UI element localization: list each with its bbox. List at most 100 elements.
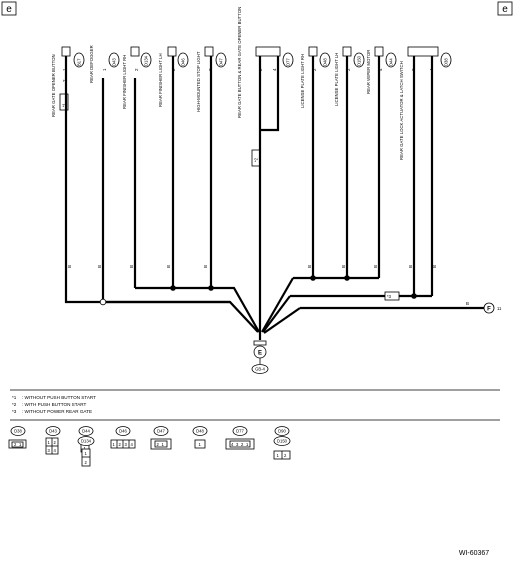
component-license-plate-light-lh: LICENSE PLATE LIGHT LH D150 2 B	[334, 46, 365, 268]
option-note: *1	[62, 102, 67, 107]
component-label: REAR GATE OPENER BUTTON	[51, 54, 56, 117]
component-rear-wiper-motor: REAR WIPER MOTOR D44 4 B	[366, 46, 397, 268]
note-mark: *1	[12, 395, 17, 400]
component-code: D46	[181, 58, 186, 66]
note-mark: *3	[12, 409, 17, 414]
connector-pin: 2	[119, 442, 122, 447]
connector-pin: 4	[54, 448, 57, 453]
wire-color: B	[341, 265, 346, 268]
component-label: REAR GATE BUTTON & REAR GATE OPENER BUTT…	[237, 7, 242, 118]
wire-color: B	[373, 265, 378, 268]
connector-pin: 3	[125, 442, 128, 447]
corner-tab-right-label: e	[502, 4, 508, 15]
connector-pin: 1	[113, 442, 116, 447]
note-text: : WITH PUSH BUTTON START	[22, 402, 87, 407]
component-rear-gate-opener-button: REAR GATE OPENER BUTTON B17 1 2 *1 B	[51, 46, 85, 268]
component-rear-finisher-light-rh: REAR FINISHER LIGHT RH D134 2 B	[122, 46, 152, 268]
wire-color: B	[408, 265, 413, 268]
connector-pin: 3	[48, 448, 51, 453]
wire-color: B	[203, 265, 208, 268]
component-code: D77	[286, 58, 291, 66]
connector-pin: 1	[19, 442, 22, 447]
wire-color: B	[307, 265, 312, 268]
component-rear-gate-button-and-opener: REAR GATE BUTTON & REAR GATE OPENER BUTT…	[237, 7, 294, 167]
connector-pin: 4	[131, 442, 134, 447]
wire-color: B	[432, 265, 437, 268]
connector-pin: 1	[277, 453, 280, 458]
pin-number: 1	[102, 68, 107, 71]
component-code: D48	[323, 58, 328, 66]
connector-pin: 4	[231, 442, 234, 447]
connector-pin: 1	[48, 440, 51, 445]
connector-pin: 1	[84, 446, 87, 451]
connector-code: D150	[277, 439, 288, 444]
pin-number: 4	[378, 68, 383, 71]
connector-d46: D46 1 2 3 4	[110, 426, 136, 449]
connector-pin: 1	[199, 442, 202, 447]
ground-terminal-label: E	[258, 351, 262, 357]
wire-color: B	[67, 265, 72, 268]
wire-color: B	[97, 265, 102, 268]
connector-code: D38	[14, 429, 22, 434]
connector-code: D48	[196, 429, 204, 434]
notes-list: *1 : WITHOUT PUSH BUTTON START *2 : WITH…	[12, 395, 96, 414]
component-rear-gate-lock-actuator: REAR GATE LOCK ACTUATOR & LATCH SWITCH D…	[399, 46, 452, 268]
note-mark: *2	[12, 402, 17, 407]
connector-d77: D77 4 3 2 1	[225, 426, 255, 450]
component-label: REAR FINISHER LIGHT RH	[122, 55, 127, 109]
option-note: *2	[254, 157, 259, 162]
connector-pin: 3	[236, 442, 239, 447]
feed-wire-color: B	[466, 301, 469, 306]
corner-tab-left-label: e	[6, 4, 12, 15]
component-label: REAR WIPER MOTOR	[366, 50, 371, 94]
component-code: D38	[444, 58, 449, 66]
component-label: REAR GATE LOCK ACTUATOR & LATCH SWITCH	[399, 61, 404, 160]
pin-number: 2	[346, 68, 351, 71]
connector-code: D134	[81, 439, 92, 444]
ground-terminal: E GB-4	[251, 340, 269, 374]
component-code: D134	[144, 55, 149, 66]
component-label: LICENSE PLATE LIGHT LH	[334, 53, 339, 106]
connector-pin: 1	[162, 442, 165, 447]
connector-code: D90	[278, 429, 286, 434]
component-code: B17	[77, 58, 82, 66]
note-text: : WITHOUT POWER REAR GATE	[22, 409, 92, 414]
pin-number: 2	[62, 79, 67, 82]
connector-d47: D47 2 1	[150, 426, 172, 450]
connector-pin: 2	[157, 442, 160, 447]
connector-pin: 1	[85, 451, 88, 456]
wire-color: B	[129, 265, 134, 268]
ground-code: GB-4	[255, 367, 265, 372]
component-rear-defogger: REAR DEFOGGER D43 1 B	[89, 45, 120, 268]
connector-pin: 2	[85, 460, 88, 465]
connector-pin: 2	[54, 440, 57, 445]
component-label: REAR FINISHER LIGHT LH	[158, 53, 163, 107]
component-label: HIGH-MOUNTED STOP LIGHT	[196, 51, 201, 112]
feed-option-note: *3	[384, 291, 400, 301]
connector-code: D77	[236, 429, 244, 434]
connector-d48: D48 1	[192, 426, 208, 449]
pin-number: 2	[134, 68, 139, 71]
corner-tab-left: e	[1, 1, 17, 16]
connector-code: D47	[157, 429, 165, 434]
connector-d134: D134 1 2	[77, 436, 95, 467]
component-label: REAR DEFOGGER	[89, 45, 94, 83]
connector-pin: 2	[284, 453, 287, 458]
component-code: D47	[219, 58, 224, 66]
connector-d38: D38 2 1	[8, 426, 27, 449]
connector-pin: 1	[246, 442, 249, 447]
wires	[64, 56, 484, 340]
component-license-plate-light-rh: LICENSE PLATE LIGHT RH D48 2 B	[300, 46, 331, 268]
wire-color: B	[166, 265, 171, 268]
feed-terminal-tag: 11	[497, 306, 502, 311]
connector-code: D46	[119, 429, 127, 434]
pin-number: 4	[272, 68, 277, 71]
feed-terminal: F 11	[483, 302, 502, 314]
pin-number: 1	[62, 68, 67, 71]
component-label-text: REAR GATE BUTTON & REAR GATE OPENER BUTT…	[237, 7, 242, 118]
corner-tab-right: e	[497, 1, 513, 16]
component-label: LICENSE PLATE LIGHT RH	[300, 54, 305, 108]
note-text: : WITHOUT PUSH BUTTON START	[22, 395, 96, 400]
junction-dots	[99, 275, 417, 306]
